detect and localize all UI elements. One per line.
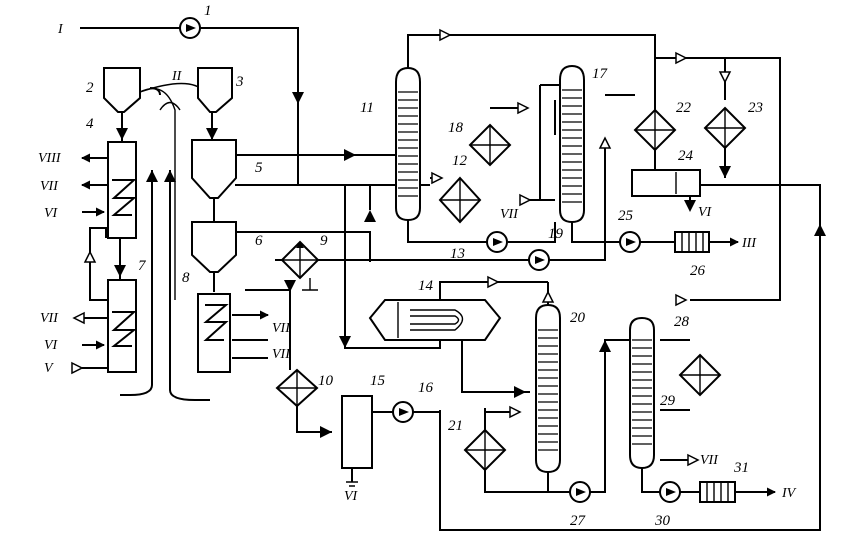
heat-exchanger-12 (438, 176, 482, 224)
stream-label-VI-b: VI (44, 338, 59, 353)
equipment-labels: 1 2 3 4 5 6 7 8 9 10 11 12 13 14 15 16 1… (86, 3, 763, 529)
cooler-31 (699, 481, 736, 503)
stream-label-VII-d: VII (272, 347, 291, 362)
separator-15 (341, 395, 373, 469)
label-21: 21 (448, 418, 463, 434)
stream-label-VI-c: VI (698, 205, 713, 220)
label-15: 15 (370, 373, 386, 389)
label-10: 10 (318, 373, 334, 389)
stream-label-VIII: VIII (38, 151, 62, 166)
stream-label-I: I (57, 22, 64, 37)
heat-exchanger-10 (275, 368, 319, 408)
separator-5 (191, 139, 237, 199)
label-29: 29 (660, 393, 676, 409)
stream-label-VII-c: VII (272, 321, 291, 336)
label-18: 18 (448, 120, 464, 136)
label-27: 27 (570, 513, 587, 529)
label-30: 30 (654, 513, 671, 529)
separator-6 (191, 221, 237, 273)
label-16: 16 (418, 380, 434, 396)
label-17: 17 (592, 66, 609, 82)
stream-label-V: V (44, 361, 54, 376)
heat-exchanger-18 (468, 123, 512, 167)
label-22: 22 (676, 100, 692, 116)
column-17 (559, 64, 585, 224)
stream-label-VII-f: VII (700, 453, 719, 468)
label-25: 25 (618, 208, 634, 224)
hopper-2 (103, 67, 141, 113)
label-24: 24 (678, 148, 694, 164)
stream-label-VII-b: VII (40, 311, 59, 326)
heat-exchanger-23 (703, 106, 747, 150)
label-11: 11 (360, 100, 374, 116)
stream-label-VI-a: VI (44, 206, 59, 221)
reactor-7 (107, 279, 137, 373)
column-28 (629, 316, 655, 470)
stream-labels: I II III IV V VI VI VI VI VII VII VII VI… (38, 22, 797, 504)
heat-exchanger-22 (633, 108, 677, 152)
label-23: 23 (748, 100, 763, 116)
heat-exchanger-21 (463, 428, 507, 472)
heat-exchanger-29 (678, 353, 722, 397)
label-3: 3 (235, 74, 244, 90)
label-1: 1 (204, 3, 212, 19)
label-9: 9 (320, 233, 328, 249)
equipment (103, 17, 747, 503)
label-28: 28 (674, 314, 690, 330)
cooler-26 (674, 231, 710, 253)
column-20 (535, 303, 561, 474)
stream-label-II: II (171, 69, 183, 84)
stream-label-VI-d: VI (344, 489, 359, 504)
label-5: 5 (255, 160, 263, 176)
stream-label-IV: IV (781, 486, 797, 501)
label-12: 12 (452, 153, 468, 169)
heat-exchanger-9 (280, 240, 320, 291)
separator-24 (631, 169, 701, 197)
label-19: 19 (548, 226, 564, 242)
label-4: 4 (86, 116, 94, 132)
label-14: 14 (418, 278, 434, 294)
label-7: 7 (138, 258, 147, 274)
stream-label-III: III (741, 236, 757, 251)
label-8: 8 (182, 270, 190, 286)
label-20: 20 (570, 310, 586, 326)
column-11 (395, 66, 421, 222)
label-26: 26 (690, 263, 706, 279)
stream-label-VII-e: VII (500, 207, 519, 222)
label-31: 31 (733, 460, 749, 476)
label-13: 13 (450, 246, 465, 262)
stream-label-VII-a: VII (40, 179, 59, 194)
flow-lines (71, 27, 826, 531)
label-2: 2 (86, 80, 94, 96)
furnace-14 (368, 299, 502, 341)
hopper-3 (197, 67, 233, 113)
label-6: 6 (255, 233, 263, 249)
